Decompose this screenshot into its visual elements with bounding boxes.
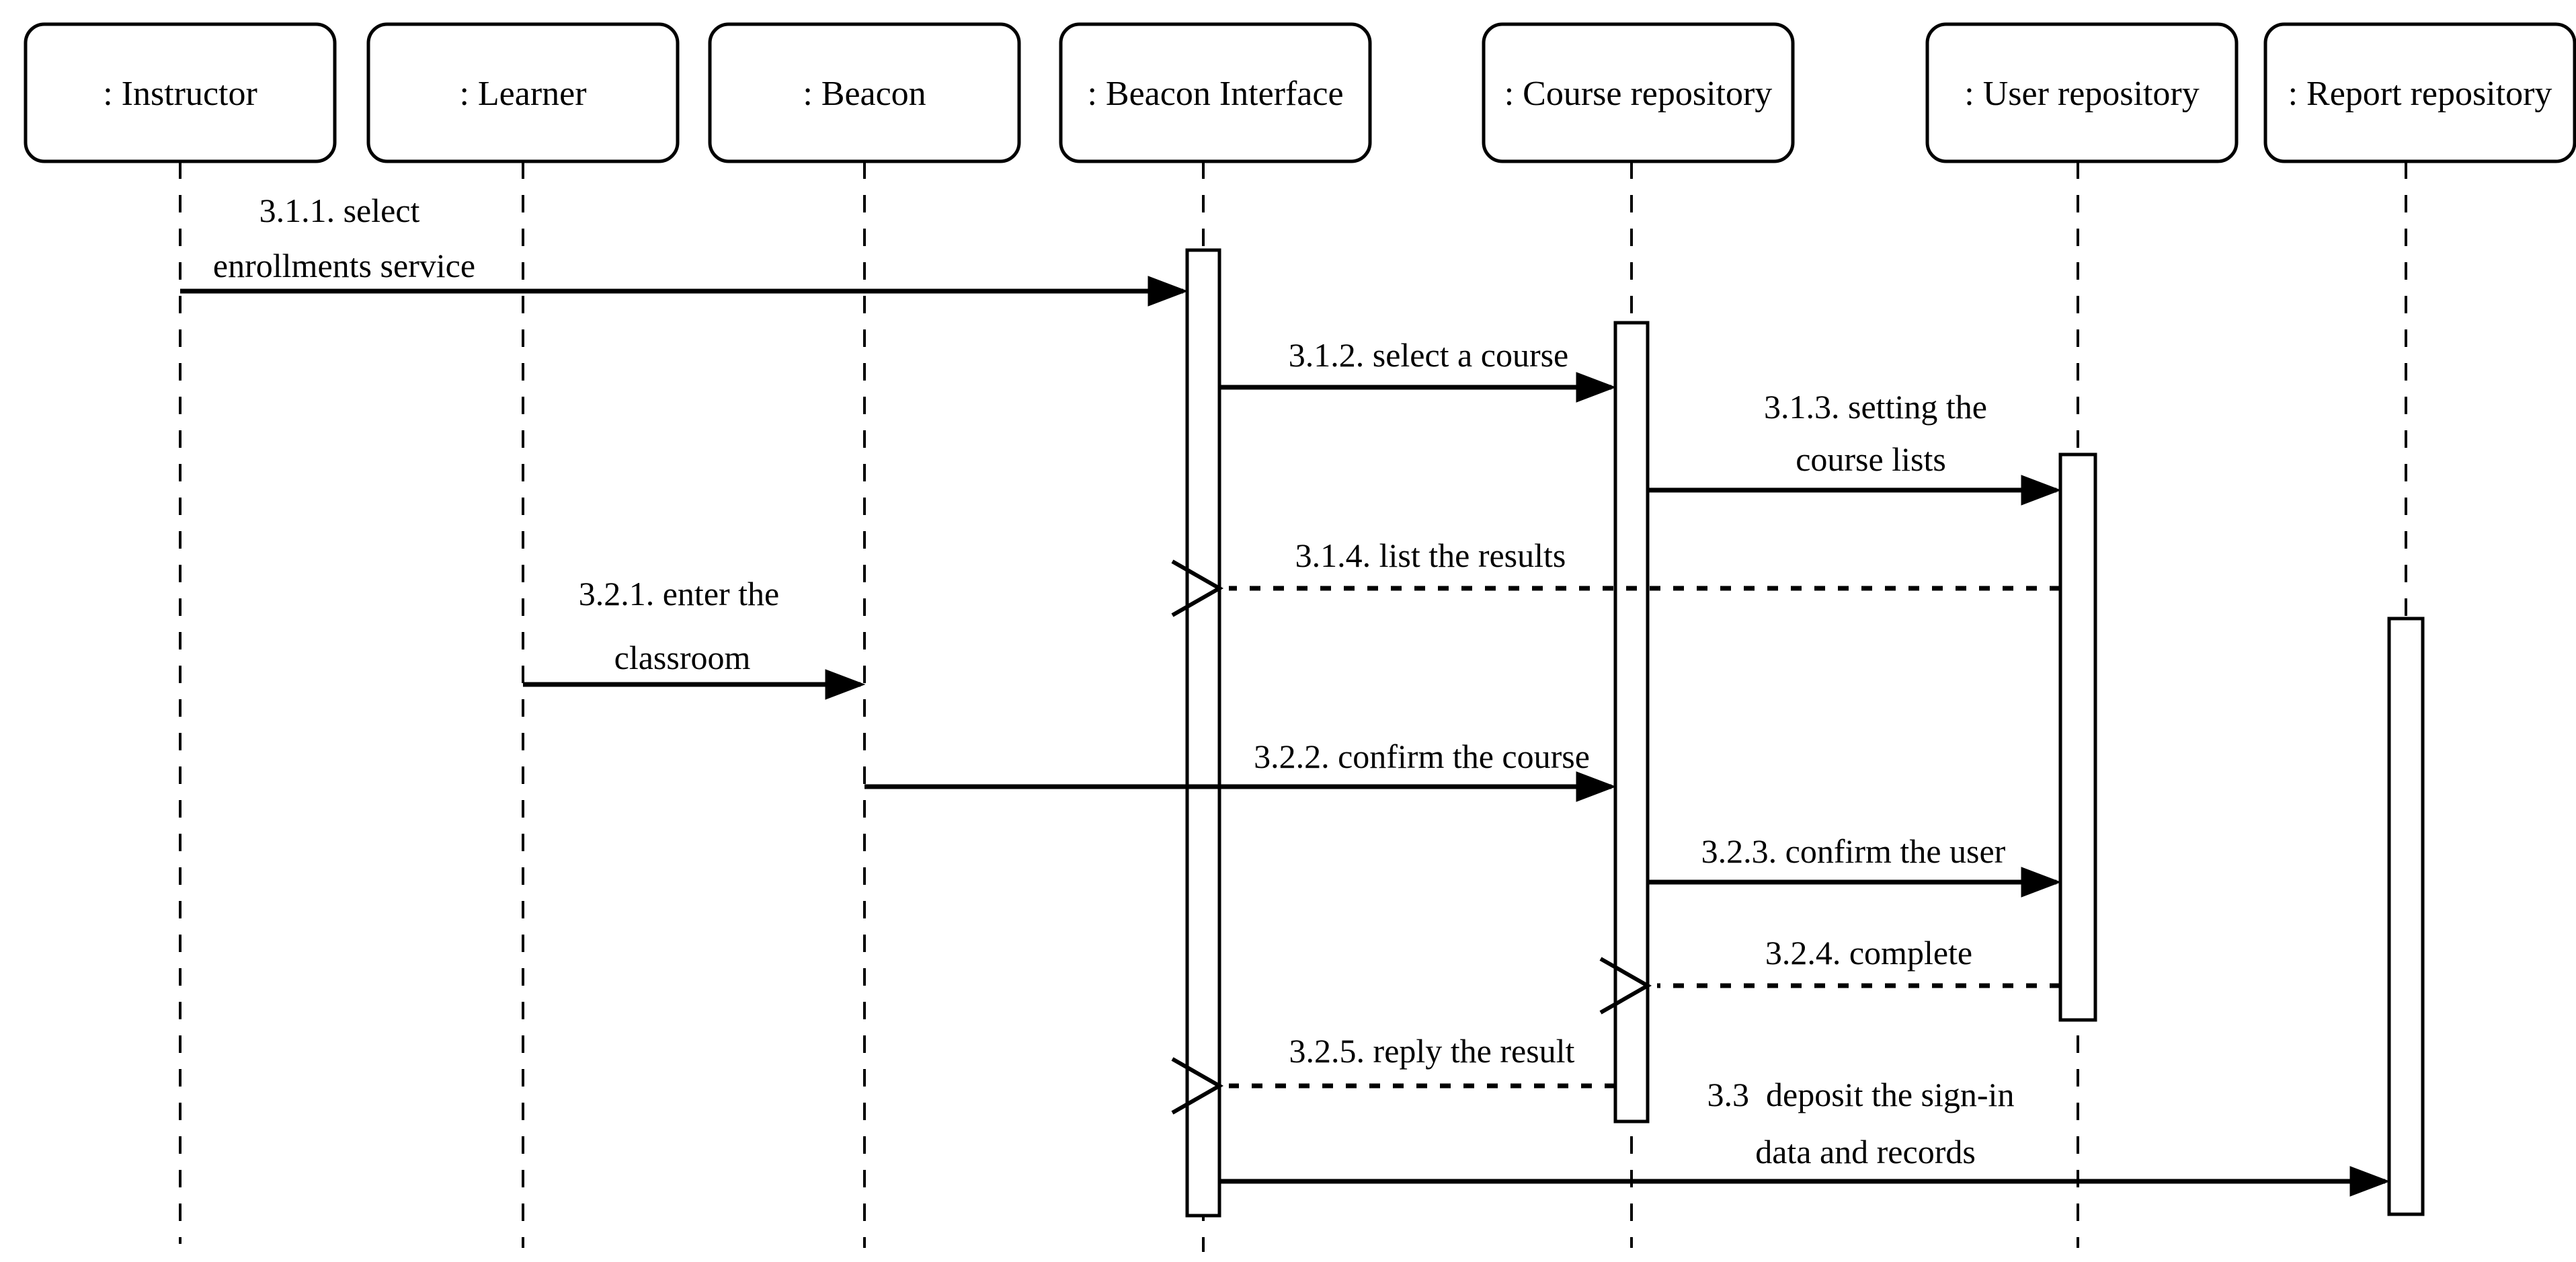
message-label-3.2.4-line1: 3.2.4. complete xyxy=(1765,934,1972,972)
actor-box-course-repository xyxy=(1482,22,1795,163)
actor-label-learner: : Learner xyxy=(459,75,586,113)
message-label-3.3-line1: 3.3 deposit the sign-in xyxy=(1707,1076,2015,1113)
actor-label-course-repository: : Course repository xyxy=(1504,75,1773,113)
actor-box-report-repository xyxy=(2263,22,2576,163)
message-label-3.2.1-line1: 3.2.1. enter the xyxy=(579,575,780,613)
actor-boxes-layer: : Instructor : Learner : Beacon : Beacon In… xyxy=(24,22,2576,163)
actor-box-beacon-interface xyxy=(1059,22,1372,163)
message-label-3.3-line2: data and records xyxy=(1755,1133,1976,1171)
message-arrowhead-3.2.1 xyxy=(825,669,866,700)
activation-user-repository xyxy=(2058,452,2097,1022)
message-open-arrowhead-3.1.4 xyxy=(1171,559,1224,617)
message-label-3.1.3-line1: 3.1.3. setting the xyxy=(1764,388,1987,426)
message-arrowhead-3.1.2 xyxy=(1576,372,1617,403)
message-label-3.1.1-line2: enrollments service xyxy=(213,247,475,284)
message-label-3.2.3-line1: 3.2.3. confirm the user xyxy=(1701,832,2006,870)
message-label-3.1.4-line1: 3.1.4. list the results xyxy=(1295,537,1566,574)
messages-layer: 3.1.1. select enrollments service 3.1.2. s… xyxy=(180,192,2390,1197)
message-label-3.2.2-line1: 3.2.2. confirm the course xyxy=(1254,738,1590,775)
message-label-3.2.1-line2: classroom xyxy=(614,639,751,676)
message-open-arrowhead-3.2.5 xyxy=(1171,1057,1224,1115)
message-arrowhead-3.3 xyxy=(2349,1166,2390,1197)
actor-box-instructor xyxy=(24,22,337,163)
message-label-3.1.3-line2: course lists xyxy=(1796,440,1946,478)
message-arrowhead-3.1.1 xyxy=(1148,276,1189,307)
message-open-arrowhead-3.2.4 xyxy=(1599,957,1652,1015)
message-label-3.1.2-line1: 3.1.2. select a course xyxy=(1289,336,1569,374)
activation-report-repository xyxy=(2387,617,2425,1216)
actor-label-instructor: : Instructor xyxy=(103,75,257,113)
actor-label-user-repository: : User repository xyxy=(1964,75,2199,113)
message-arrowhead-3.2.2 xyxy=(1576,771,1617,802)
actor-box-learner xyxy=(366,22,680,163)
actor-box-user-repository xyxy=(1925,22,2239,163)
message-label-3.1.1-line1: 3.1.1. select xyxy=(259,192,420,229)
activations-layer xyxy=(1185,248,2425,1218)
actor-label-beacon: : Beacon xyxy=(803,75,926,113)
message-label-3.2.5-line1: 3.2.5. reply the result xyxy=(1289,1032,1575,1070)
message-arrowhead-3.2.3 xyxy=(2021,867,2062,898)
actor-label-beacon-interface: : Beacon Interface xyxy=(1087,75,1343,113)
actor-box-beacon xyxy=(708,22,1021,163)
activation-beacon-interface xyxy=(1185,248,1221,1218)
actor-label-report-repository: : Report repository xyxy=(2288,75,2552,113)
message-arrowhead-3.1.3 xyxy=(2021,475,2062,506)
